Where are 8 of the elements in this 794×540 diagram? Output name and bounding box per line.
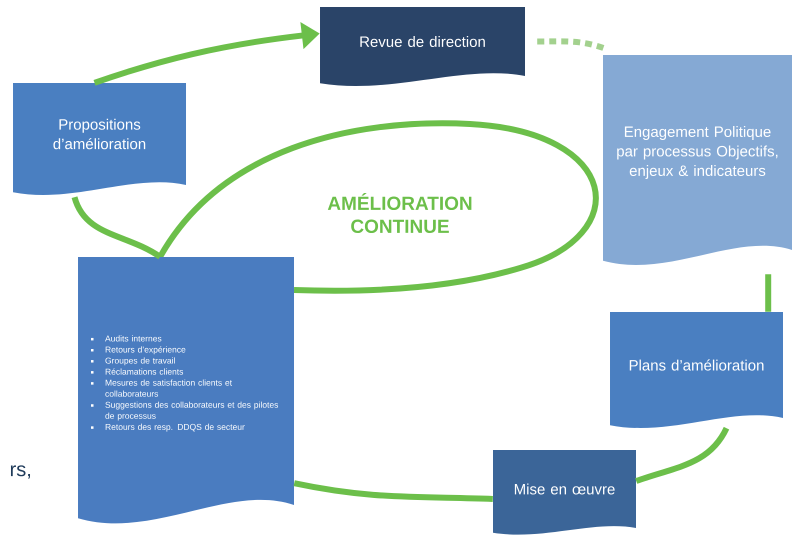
document-box: Propositions d’amélioration — [13, 83, 186, 195]
document-box: Audits internes Retours d’expérience Groupes de travail Réclamations clients Mesures de satisfaction clients et collaborateurs Suggestions des collaborateurs et des pilotes de processus Retours des resp. DDQS de secteur — [78, 257, 294, 524]
document-box: Engagement Politique par processus Objectifs, enjeux & indicateurs — [603, 55, 792, 265]
document-box: Revue de direction — [320, 7, 525, 86]
document-box: Mise en œuvre — [493, 450, 636, 535]
document-box: Plans d’amélioration — [610, 312, 783, 428]
loop-label: AMÉLIORATION CONTINUE — [158, 120, 598, 294]
cut-text: rs, — [10, 465, 30, 479]
